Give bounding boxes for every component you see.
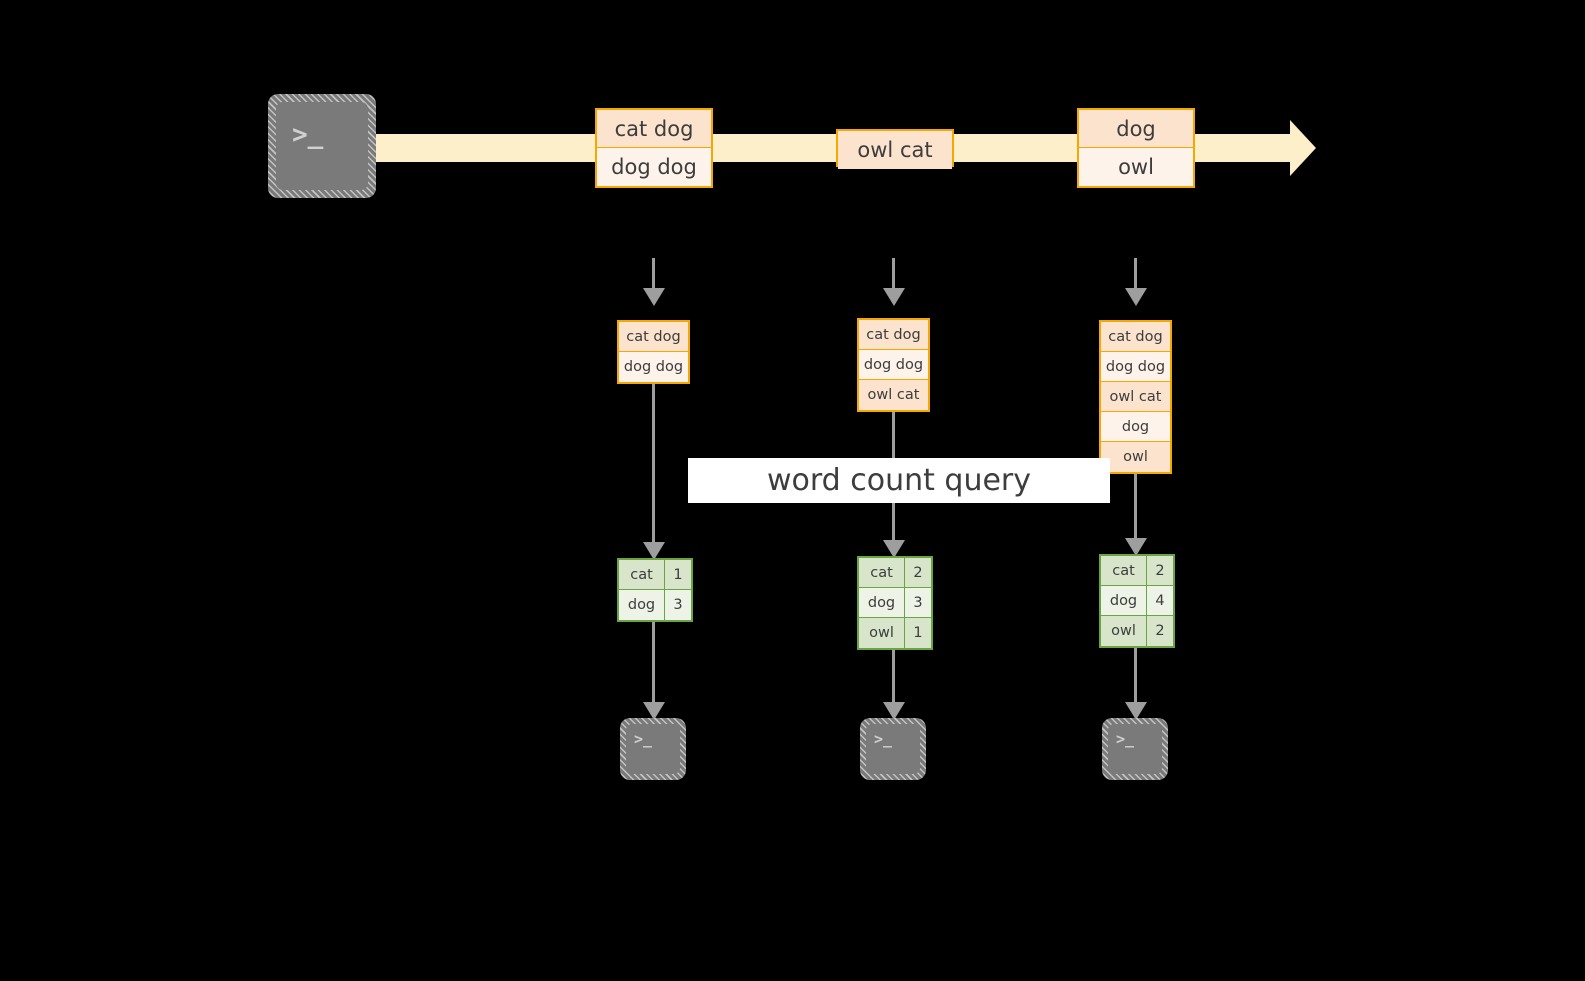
- state-row: dog dog: [859, 350, 928, 380]
- stream-event-line: cat dog: [597, 110, 711, 148]
- result-to-sink-arrowhead: [643, 702, 665, 720]
- result-count-cell: 3: [665, 590, 691, 620]
- result-to-sink-connector: [892, 650, 895, 704]
- state-row: owl cat: [1101, 382, 1170, 412]
- state-row: cat dog: [619, 322, 688, 352]
- result-to-sink-connector: [1134, 648, 1137, 704]
- result-word-cell: owl: [859, 618, 905, 648]
- result-count-cell: 1: [905, 618, 931, 648]
- state-row: owl: [1101, 442, 1170, 472]
- state-row: cat dog: [1101, 322, 1170, 352]
- result-word-cell: cat: [1101, 556, 1147, 585]
- table-row: cat 2: [859, 558, 931, 588]
- result-to-sink-arrowhead: [883, 702, 905, 720]
- stream-to-state-arrowhead: [1125, 288, 1147, 306]
- result-word-cell: dog: [1101, 586, 1147, 615]
- stream-event-line: dog dog: [597, 148, 711, 186]
- state-box[interactable]: cat dog dog dog: [617, 320, 690, 384]
- state-row: owl cat: [859, 380, 928, 410]
- stream-event-box[interactable]: cat dog dog dog: [595, 108, 713, 188]
- stream-event-box[interactable]: dog owl: [1077, 108, 1195, 188]
- query-banner: word count query: [688, 458, 1110, 503]
- stream-event-line: owl: [1079, 148, 1193, 186]
- state-to-result-arrowhead: [643, 542, 665, 560]
- result-word-cell: dog: [619, 590, 665, 620]
- terminal-prompt-glyph: >_: [292, 120, 324, 150]
- result-table[interactable]: cat 2 dog 4 owl 2: [1099, 554, 1175, 648]
- stream-event-line: owl cat: [838, 131, 952, 169]
- result-word-cell: cat: [859, 558, 905, 587]
- table-row: dog 4: [1101, 586, 1173, 616]
- table-row: owl 1: [859, 618, 931, 648]
- stream-to-state-connector: [892, 258, 895, 288]
- stream-event-line: dog: [1079, 110, 1193, 148]
- result-table[interactable]: cat 1 dog 3: [617, 558, 693, 622]
- state-to-result-connector: [652, 384, 655, 544]
- terminal-screen: [626, 724, 680, 774]
- state-row: dog dog: [1101, 352, 1170, 382]
- state-row: dog: [1101, 412, 1170, 442]
- result-word-cell: cat: [619, 560, 665, 589]
- stream-to-state-connector: [652, 258, 655, 288]
- sink-terminal-icon[interactable]: >_: [620, 718, 686, 780]
- table-row: owl 2: [1101, 616, 1173, 646]
- table-row: cat 2: [1101, 556, 1173, 586]
- result-count-cell: 2: [1147, 616, 1173, 646]
- sink-terminal-icon[interactable]: >_: [1102, 718, 1168, 780]
- state-row: dog dog: [619, 352, 688, 382]
- source-terminal-icon[interactable]: >_: [268, 94, 376, 198]
- terminal-screen: [866, 724, 920, 774]
- sink-terminal-icon[interactable]: >_: [860, 718, 926, 780]
- terminal-prompt-glyph: >_: [874, 730, 893, 748]
- stream-arrow-head: [1290, 120, 1316, 176]
- table-row: dog 3: [619, 590, 691, 620]
- result-word-cell: owl: [1101, 616, 1147, 646]
- result-word-cell: dog: [859, 588, 905, 617]
- state-box[interactable]: cat dog dog dog owl cat dog owl: [1099, 320, 1172, 474]
- result-count-cell: 2: [1147, 556, 1173, 585]
- result-to-sink-connector: [652, 622, 655, 704]
- terminal-screen: [276, 102, 368, 190]
- result-to-sink-arrowhead: [1125, 702, 1147, 720]
- stream-to-state-arrowhead: [643, 288, 665, 306]
- result-count-cell: 1: [665, 560, 691, 589]
- state-to-result-arrowhead: [883, 540, 905, 558]
- state-box[interactable]: cat dog dog dog owl cat: [857, 318, 930, 412]
- stream-event-box[interactable]: owl cat: [836, 129, 954, 169]
- result-count-cell: 3: [905, 588, 931, 617]
- terminal-screen: [1108, 724, 1162, 774]
- result-count-cell: 4: [1147, 586, 1173, 615]
- stream-to-state-connector: [1134, 258, 1137, 288]
- table-row: dog 3: [859, 588, 931, 618]
- state-to-result-connector: [1134, 474, 1137, 542]
- terminal-prompt-glyph: >_: [634, 730, 653, 748]
- query-banner-label: word count query: [766, 463, 1032, 498]
- state-row: cat dog: [859, 320, 928, 350]
- terminal-prompt-glyph: >_: [1116, 730, 1135, 748]
- state-to-result-arrowhead: [1125, 538, 1147, 556]
- result-table[interactable]: cat 2 dog 3 owl 1: [857, 556, 933, 650]
- stream-to-state-arrowhead: [883, 288, 905, 306]
- table-row: cat 1: [619, 560, 691, 590]
- result-count-cell: 2: [905, 558, 931, 587]
